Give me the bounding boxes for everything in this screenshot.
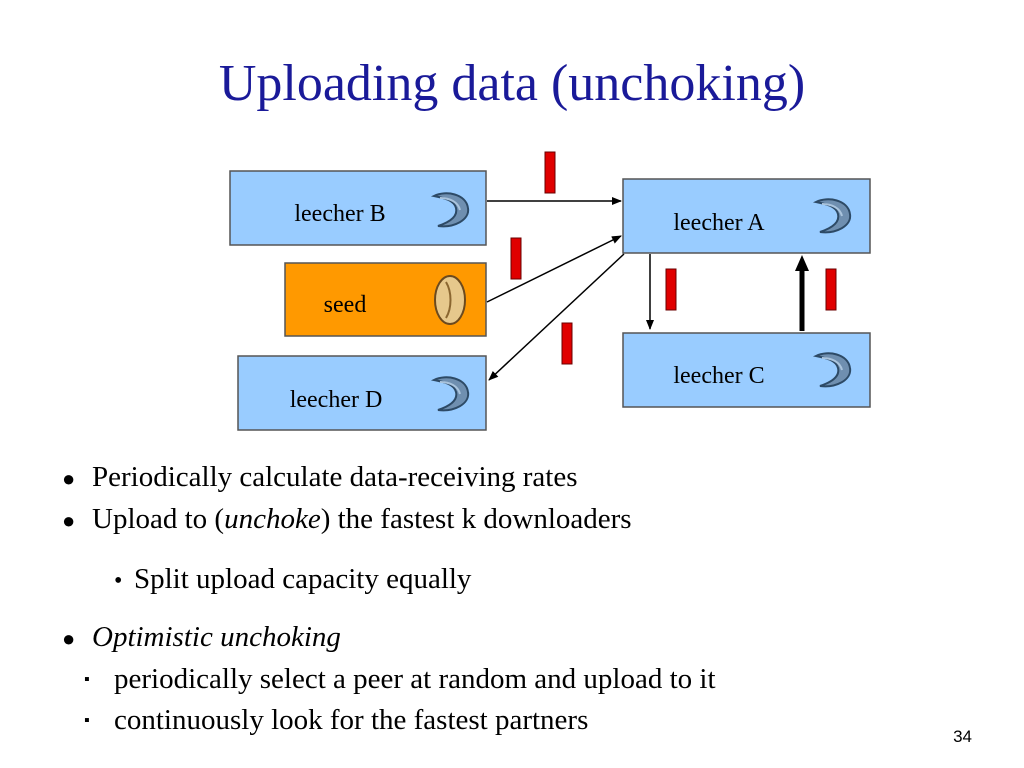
leecher-c-label: leecher C — [673, 363, 764, 389]
bullet-item: • Split upload capacity equally — [114, 562, 1024, 598]
bullet-text: ) the fastest k downloaders — [320, 503, 632, 535]
bullet-item: ● Optimistic unchoking — [62, 620, 1002, 656]
leecher-d-label: leecher D — [290, 387, 383, 413]
bullet-text: continuously look for the fastest partne… — [114, 704, 589, 736]
bullet-mark: ▪ — [84, 671, 90, 688]
bullet-mark: ● — [62, 466, 76, 491]
bullet-text-italic: Optimistic unchoking — [92, 621, 341, 653]
data-chunk — [825, 268, 837, 311]
leecher-a-label: leecher A — [673, 210, 765, 236]
bullet-text: periodically select a peer at random and… — [114, 663, 716, 695]
bullet-text: Split upload capacity equally — [134, 563, 472, 595]
bullet-item: ▪ periodically select a peer at random an… — [84, 662, 1024, 697]
data-chunk — [561, 322, 573, 365]
leecher-b-label: leecher B — [294, 201, 385, 227]
bullet-list: ● Periodically calculate data-receiving r… — [62, 460, 1002, 736]
bullet-item: ▪ continuously look for the fastest partn… — [84, 703, 1024, 738]
leecher-c-node: leecher C — [622, 332, 871, 408]
leecher-a-node: leecher A — [622, 178, 871, 254]
bullet-mark: ▪ — [84, 712, 90, 729]
leecher-b-node: leecher B — [229, 170, 487, 246]
unchoking-diagram: leecher B seed leecher D leecher A leech… — [229, 151, 871, 431]
bullet-text: Upload to ( — [92, 503, 225, 535]
seed-node: seed — [284, 262, 487, 337]
bullet-text-italic: unchoke — [224, 503, 321, 535]
data-chunk — [544, 151, 556, 194]
slide-title: Uploading data (unchoking) — [218, 55, 806, 112]
bullet-mark: ● — [62, 508, 76, 533]
seed-label: seed — [324, 292, 367, 318]
data-chunk — [665, 268, 677, 311]
arrow-seed-to-a — [486, 235, 622, 303]
data-chunk — [510, 237, 522, 280]
bullet-mark: • — [114, 568, 123, 594]
arrow-a-to-d — [488, 253, 625, 381]
bullet-item: ● Periodically calculate data-receiving r… — [62, 460, 1002, 496]
leecher-d-node: leecher D — [237, 355, 487, 431]
bullet-item: ● Upload to (unchoke) the fastest k downl… — [62, 502, 1002, 538]
page-number: 34 — [953, 727, 972, 746]
seed-icon — [434, 275, 466, 325]
bullet-text: Periodically calculate data-receiving ra… — [92, 461, 578, 493]
bullet-mark: ● — [62, 626, 76, 651]
